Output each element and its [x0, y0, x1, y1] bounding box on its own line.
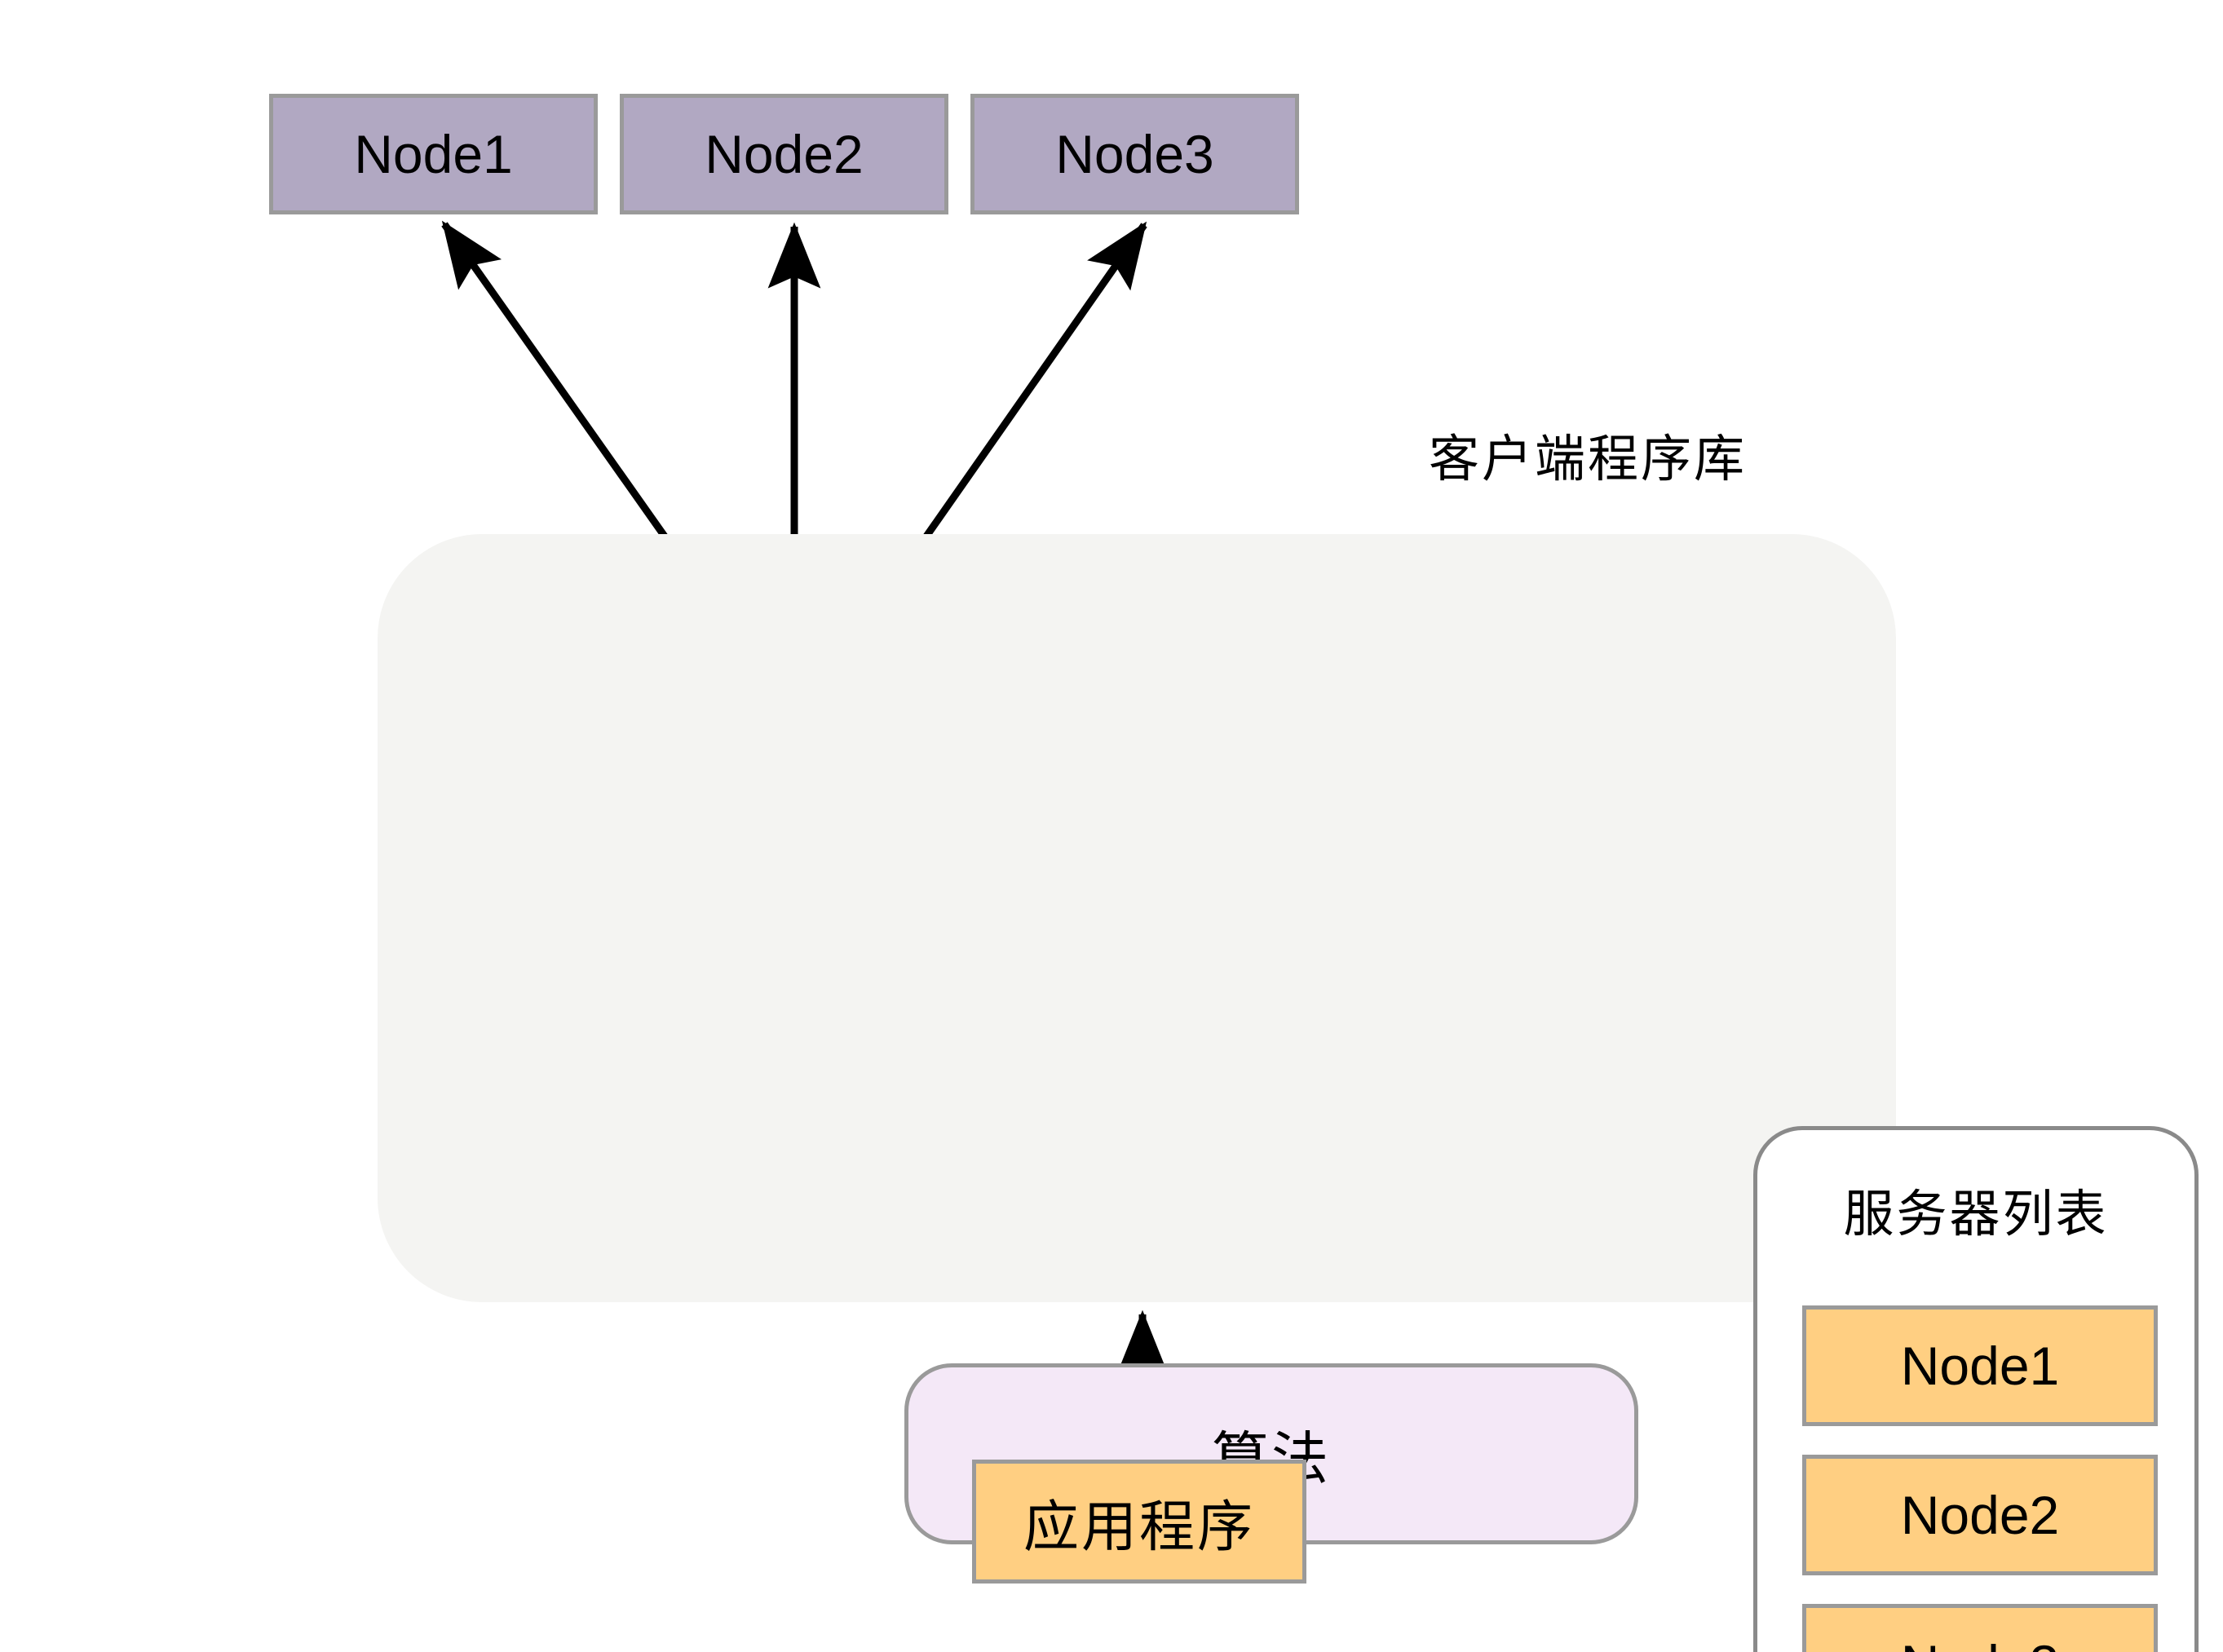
- arrow-client-library-to-node3: [921, 221, 1147, 542]
- server-list-items: Node1 Node2 Node3: [1802, 1305, 2158, 1652]
- server-node-3[interactable]: Node3: [970, 94, 1299, 214]
- server-list-item-2[interactable]: Node2: [1802, 1455, 2158, 1575]
- server-list-item-2-label: Node2: [1900, 1485, 2060, 1545]
- server-list-item-3[interactable]: Node3: [1802, 1604, 2158, 1652]
- server-node-1[interactable]: Node1: [269, 94, 598, 214]
- server-list-item-1-label: Node1: [1900, 1336, 2060, 1396]
- server-list-panel[interactable]: 服务器列表 Node1 Node2 Node3: [1753, 1126, 2199, 1652]
- server-list-title: 服务器列表: [1843, 1186, 2109, 1243]
- arrow-client-library-to-node1: [441, 220, 670, 542]
- server-node-2-label: Node2: [705, 124, 864, 184]
- application-box[interactable]: 应用程序: [972, 1460, 1306, 1584]
- server-list-item-3-label: Node3: [1901, 1633, 2060, 1652]
- server-node-1-label: Node1: [354, 124, 513, 184]
- application-label: 应用程序: [1023, 1495, 1255, 1558]
- server-node-3-label: Node3: [1055, 124, 1214, 184]
- server-node-2[interactable]: Node2: [620, 94, 948, 214]
- client-library-label: 客户端程序库: [1429, 431, 1748, 488]
- client-library-container[interactable]: 算法 服务器列表 Node1 Node2 Node3: [378, 534, 2199, 1652]
- server-list-item-1[interactable]: Node1: [1802, 1305, 2158, 1426]
